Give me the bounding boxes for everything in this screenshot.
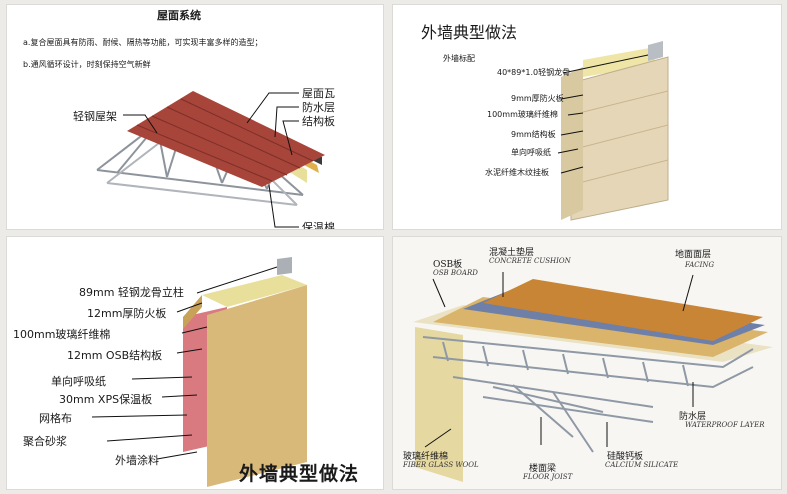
- label-joist-en: FLOOR JOIST: [523, 473, 572, 481]
- render-face: [207, 285, 307, 487]
- label-fireproof-board: 12mm厚防火板: [87, 305, 166, 321]
- label-structure-board: 9mm结构板: [511, 129, 556, 140]
- label-steel-roof-frame: 轻钢屋架: [73, 108, 117, 124]
- wall-typical-title: 外墙典型做法: [239, 459, 359, 486]
- label-mesh: 网格布: [39, 410, 72, 426]
- label-insulation: 保温棉: [302, 219, 335, 230]
- label-facing-en: FACING: [685, 261, 714, 269]
- side-layers: [561, 67, 583, 220]
- wall-siding: [571, 57, 668, 220]
- label-mortar: 聚合砂浆: [23, 433, 67, 449]
- roof-desc-a: a.复合屋面具有防雨、耐候、隔热等功能，可实现丰富多样的造型；: [23, 37, 262, 48]
- roof-desc-b: b.通风循环设计，时刻保持空气新鲜: [23, 59, 151, 70]
- exterior-wall-typical-panel: 89mm 轻钢龙骨立柱 12mm厚防火板 100mm玻璃纤维棉 12mm OSB…: [6, 236, 384, 490]
- label-concrete-en: CONCRETE CUSHION: [489, 257, 571, 265]
- exterior-wall-standard-panel: 外墙典型做法 外墙标配 40*89*1.0轻钢龙骨 9mm厚防火板 100mm玻…: [392, 4, 782, 230]
- roof-title: 屋面系统: [157, 7, 201, 23]
- wall-section-illustration: [7, 237, 384, 490]
- wall-standard-title: 外墙典型做法: [421, 19, 517, 43]
- label-fire-board: 9mm厚防火板: [511, 93, 564, 104]
- stud-post: [277, 257, 292, 275]
- label-xps: 30mm XPS保温板: [59, 391, 152, 407]
- label-fiberglass: 100mm玻璃纤维棉: [13, 326, 110, 342]
- label-glass-wool: 100mm玻璃纤维棉: [487, 109, 558, 120]
- label-calcium-en: CALCIUM SILICATE: [605, 461, 678, 469]
- stud-top: [648, 41, 663, 61]
- label-siding: 水泥纤维木纹挂板: [485, 167, 549, 178]
- label-light-steel-keel: 40*89*1.0轻钢龙骨: [497, 67, 570, 78]
- label-osb-en: OSB BOARD: [433, 269, 478, 277]
- label-breathing-paper: 单向呼吸纸: [51, 373, 106, 389]
- label-structural-board: 结构板: [302, 113, 335, 129]
- label-osb: 12mm OSB结构板: [67, 347, 162, 363]
- roof-system-panel: 屋面系统 a.复合屋面具有防雨、耐候、隔热等功能，可实现丰富多样的造型； b.通…: [6, 4, 384, 230]
- label-stud: 89mm 轻钢龙骨立柱: [79, 284, 184, 300]
- label-fiberglass-en: FIBER GLASS WOOL: [403, 461, 479, 469]
- wall-standard-subtitle: 外墙标配: [443, 53, 475, 64]
- label-facing-cn: 地面面层: [675, 247, 711, 260]
- label-coating: 外墙涂料: [115, 452, 159, 468]
- floor-system-panel: OSB板 OSB BOARD 混凝土垫层 CONCRETE CUSHION 地面…: [392, 236, 782, 490]
- label-waterproof-en: WATERPROOF LAYER: [685, 421, 765, 429]
- label-breathable-paper: 单向呼吸纸: [511, 147, 551, 158]
